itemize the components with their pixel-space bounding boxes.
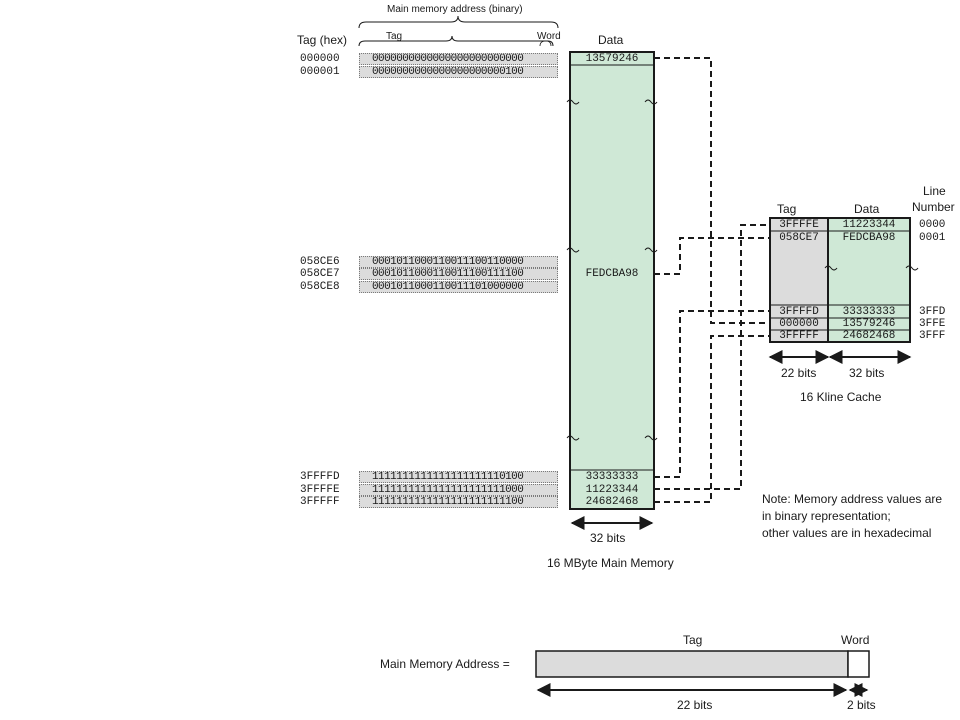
cache-line-number: 0000 [919,219,946,231]
cache-line-number: 0001 [919,232,946,244]
cache-data-width-label: 32 bits [849,366,885,380]
address-word-header: Word [537,31,561,42]
memory-binary-address: 0001011000110011100111100 [359,268,558,280]
cache-break-marks [824,265,919,271]
memory-data-value: FEDCBA98 [585,268,639,280]
tag-hex-header: Tag (hex) [297,33,348,47]
cache-tag-value: 058CE7 [779,232,819,244]
cache-tag-value: 3FFFFD [779,306,819,318]
note-line-3: other values are in hexadecimal [762,526,932,540]
cache-line-number: 3FFF [919,330,946,342]
address-format-word-bits: 2 bits [847,698,876,712]
memory-tag-hex: 3FFFFE [300,484,340,496]
cache-line-header: Line [923,184,946,198]
cache-caption: 16 Kline Cache [800,390,882,404]
memory-binary-address: 0001011000110011100110000 [359,256,558,268]
memory-tag-hex: 000000 [300,53,340,65]
cache-tag-width-label: 22 bits [781,366,817,380]
memory-tag-hex: 058CE6 [300,256,340,268]
memory-binary-address: 0000000000000000000000000 [359,53,558,65]
memory-tag-hex: 3FFFFD [300,471,340,483]
cache-number-header: Number [912,200,955,214]
memory-data-value: 24682468 [585,496,639,508]
memory-data-value: 13579246 [585,53,639,65]
cache-tag-value: 3FFFFF [779,330,819,342]
cache-data-column [827,217,911,343]
memory-width-label: 32 bits [590,531,626,545]
memory-binary-address: 0001011000110011101000000 [359,281,558,293]
address-word-field [847,650,870,678]
memory-caption: 16 MByte Main Memory [547,556,674,570]
memory-tag-hex: 058CE8 [300,281,340,293]
cache-tag-column [769,217,829,343]
memory-binary-address: 1111111111111111111111100 [359,496,558,508]
cache-data-value: 33333333 [842,306,896,318]
address-format-tag-label: Tag [683,633,703,647]
address-tag-header: Tag [386,31,403,42]
address-format-word-label: Word [841,633,870,647]
memory-binary-address: 0000000000000000000000100 [359,66,558,78]
note-line-2: in binary representation; [762,509,891,523]
address-format-tag-bits: 22 bits [677,698,713,712]
cache-data-header: Data [854,202,880,216]
memory-binary-address: 1111111111111111111111000 [359,484,558,496]
cache-line-number: 3FFD [919,306,946,318]
main-memory-address-header: Main memory address (binary) [387,4,523,15]
cache-data-value: 11223344 [842,219,896,231]
memory-tag-hex: 000001 [300,66,340,78]
memory-tag-hex: 3FFFFF [300,496,340,508]
address-format-label: Main Memory Address = [380,657,510,671]
cache-tag-value: 000000 [779,318,819,330]
address-tag-field [535,650,849,678]
memory-data-value: 11223344 [585,484,639,496]
cache-data-value: 13579246 [842,318,896,330]
main-memory-column [569,51,655,510]
memory-data-value: 33333333 [585,471,639,483]
cache-tag-value: 3FFFFE [779,219,819,231]
cache-data-value: 24682468 [842,330,896,342]
address-bracket [358,15,559,47]
memory-break-marks [566,99,658,441]
cache-data-value: FEDCBA98 [842,232,896,244]
mapping-lines [654,57,770,503]
memory-binary-address: 1111111111111111111110100 [359,471,558,483]
cache-tag-header: Tag [777,202,797,216]
note-line-1: Note: Memory address values are [762,492,943,506]
memory-data-header: Data [598,33,624,47]
cache-line-number: 3FFE [919,318,946,330]
memory-tag-hex: 058CE7 [300,268,340,280]
